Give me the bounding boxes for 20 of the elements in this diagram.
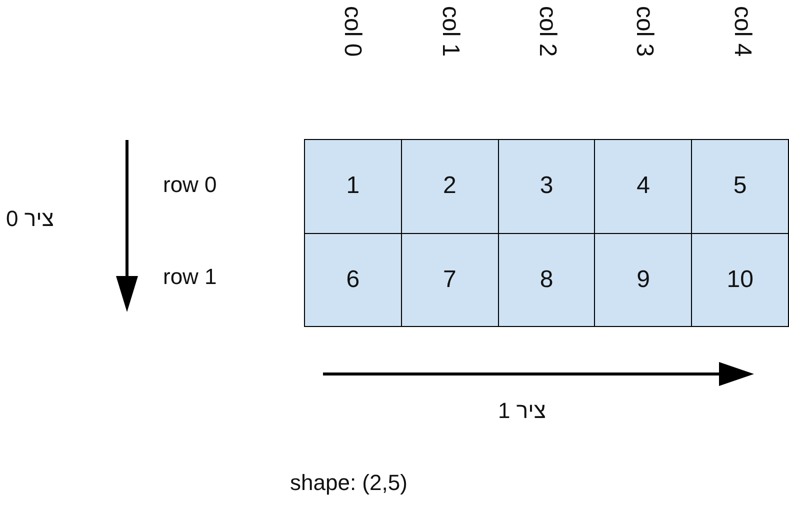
table-cell: 3 (498, 140, 596, 234)
table-cell: 7 (402, 234, 499, 327)
column-label: col 0 (340, 6, 364, 57)
column-label: col 2 (535, 6, 559, 57)
table-cell: 4 (595, 140, 692, 234)
table-cell: 2 (402, 140, 499, 234)
shape-note: shape: (2,5) (290, 472, 408, 494)
table-cell: 8 (498, 234, 596, 327)
table-cell: 5 (692, 140, 789, 234)
axis-label: ציר 1 (498, 400, 546, 422)
table-cell: 1 (305, 140, 402, 234)
column-label: col 4 (730, 6, 754, 57)
column-label: col 3 (632, 6, 656, 57)
column-label: col 1 (438, 6, 462, 57)
table-cell: 9 (595, 234, 692, 327)
row-label: row 0 (163, 174, 217, 196)
row-label: row 1 (163, 266, 217, 288)
axis-label: ציר 0 (6, 208, 54, 230)
table-cell: 6 (305, 234, 402, 327)
table-cell: 10 (692, 234, 789, 327)
